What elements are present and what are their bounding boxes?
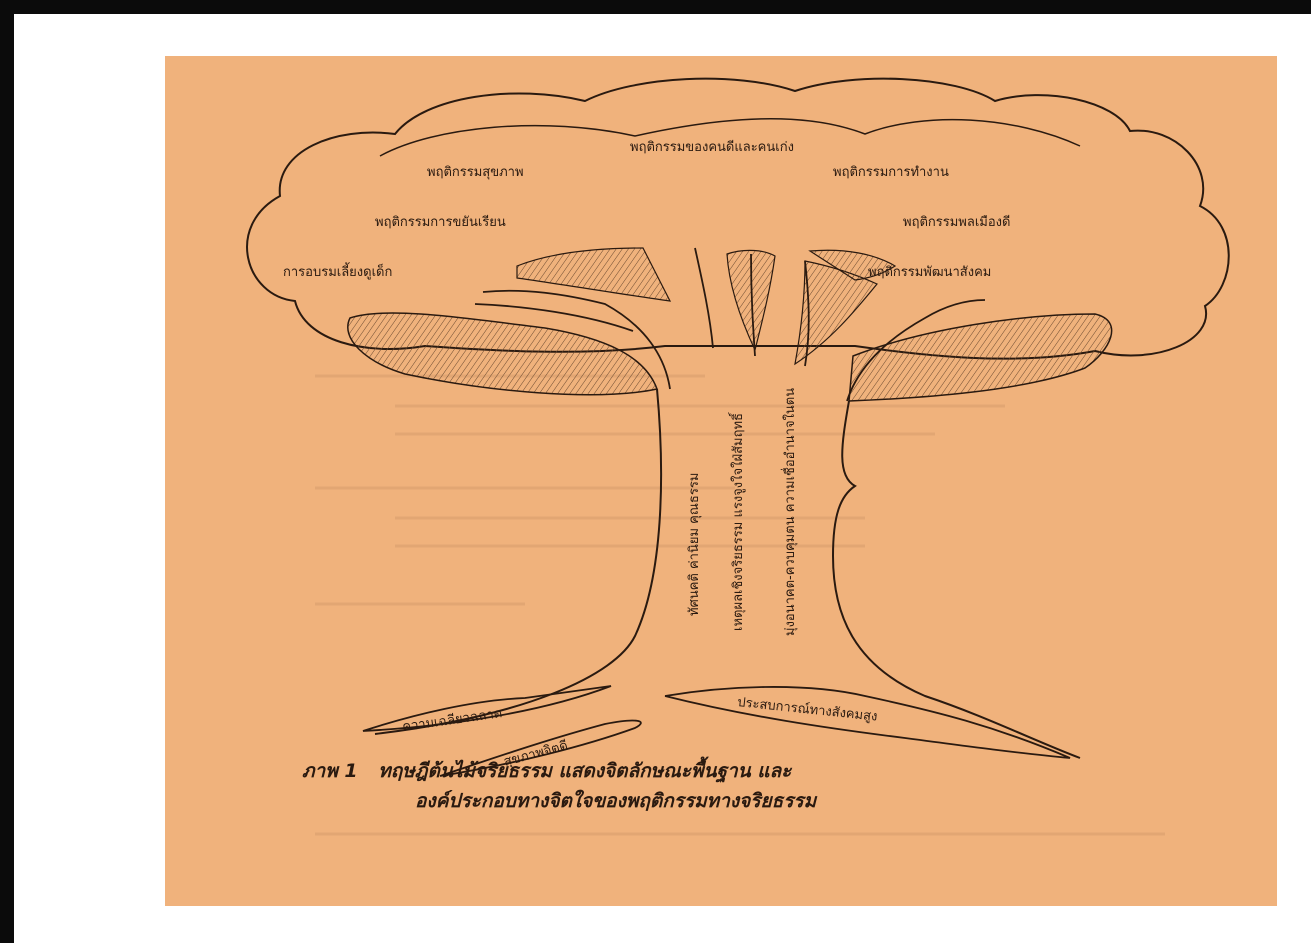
label-intelligence: ความเฉลียวฉลาด [401,705,503,735]
caption-line-1: ภาพ 1 ทฤษฎีต้นไม้จริยธรรม แสดงจิตลักษณะพ… [302,756,1202,786]
figure-caption: ภาพ 1 ทฤษฎีต้นไม้จริยธรรม แสดงจิตลักษณะพ… [302,756,1202,816]
foliage-shadow-left [348,313,657,395]
label-future-orientation-locus: มุ่งอนาคต-ควบคุมตน ความเชื่ออำนาจในตน [781,388,798,636]
label-child-rearing: การอบรมเลี้ยงดูเด็ก [283,262,392,280]
caption-number: 1 [344,760,357,782]
label-health-behavior: พฤติกรรมสุขภาพ [427,165,524,180]
label-attitude-values-virtue: ทัศนคติ ค่านิยม คุณธรรม [687,473,702,616]
foliage-shadow-right [849,314,1112,401]
label-study-behavior: พฤติกรรมการขยันเรียน [375,214,506,230]
label-social-development-behavior: พฤติกรรมพัฒนาสังคม [868,265,991,280]
caption-text-2: องค์ประกอบทางจิตใจของพฤติกรรมทางจริยธรรม [415,790,816,812]
caption-prefix: ภาพ [302,760,338,782]
slide: พฤติกรรมของคนดีและคนเก่ง พฤติกรรมสุขภาพ … [14,14,1311,943]
label-good-smart-behavior: พฤติกรรมของคนดีและคนเก่ง [630,139,794,155]
caption-line-2: องค์ประกอบทางจิตใจของพฤติกรรมทางจริยธรรม [302,786,1202,816]
label-moral-reasoning-achievement: เหตุผลเชิงจริยธรรม แรงจูงใจใฝ่สัมฤทธิ์ [728,411,746,631]
caption-text-1: ทฤษฎีต้นไม้จริยธรรม แสดงจิตลักษณะพื้นฐาน… [378,760,791,782]
label-work-behavior: พฤติกรรมการทำงาน [833,165,949,180]
label-citizen-behavior: พฤติกรรมพลเมืองดี [903,214,1010,230]
label-social-experience: ประสบการณ์ทางสังคมสูง [737,694,879,725]
scanned-page: พฤติกรรมของคนดีและคนเก่ง พฤติกรรมสุขภาพ … [165,56,1277,906]
